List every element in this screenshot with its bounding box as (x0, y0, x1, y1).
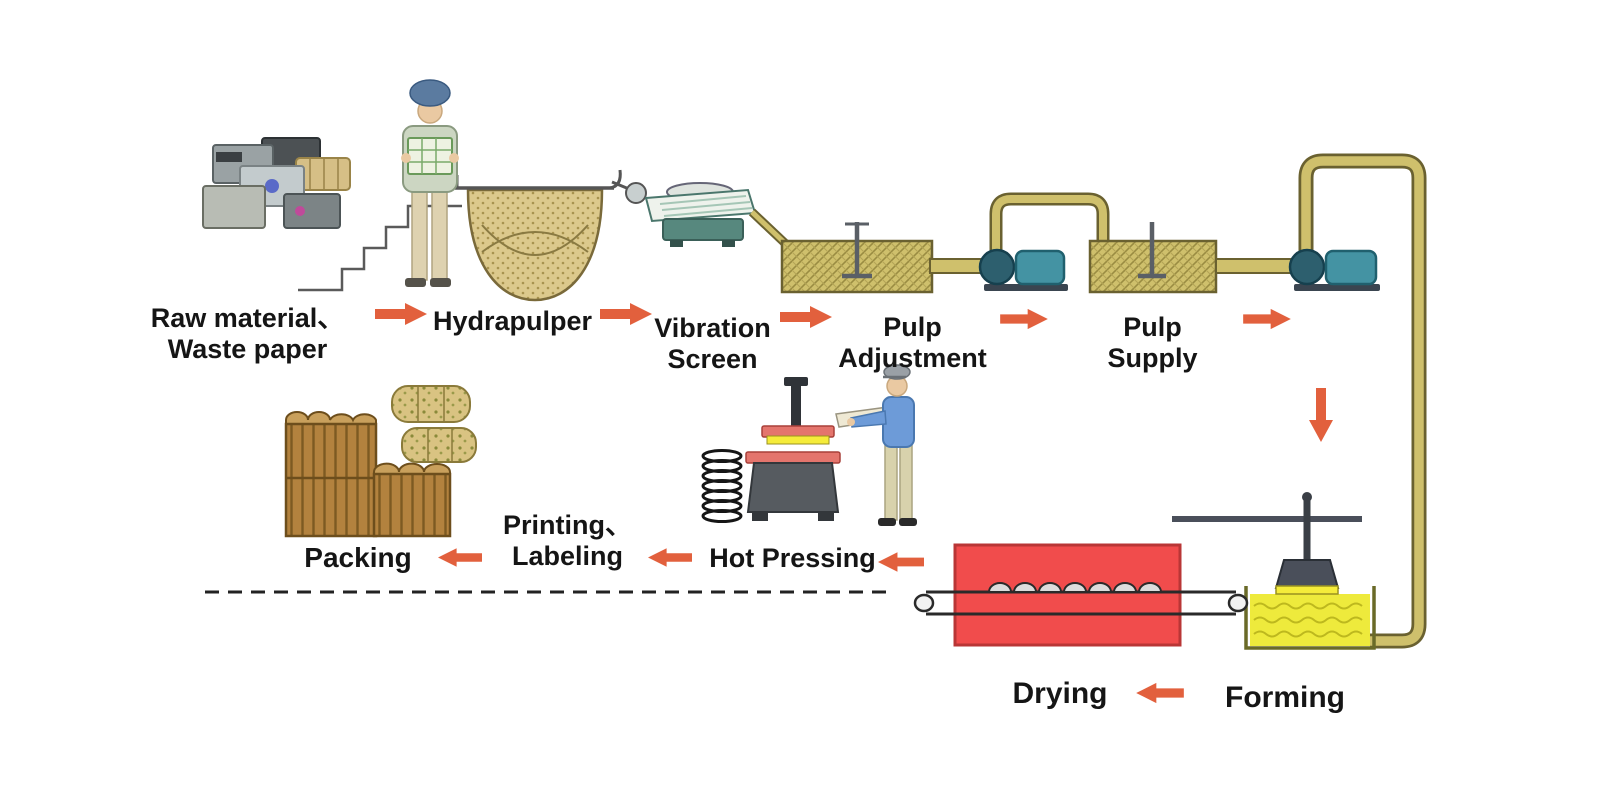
agitator (842, 222, 872, 279)
pulp-pump-1 (929, 192, 1110, 291)
press-table (746, 462, 840, 513)
arrow-left-icon (1136, 682, 1184, 704)
carried-box (407, 137, 453, 175)
arrow-left-icon (648, 548, 692, 567)
pump-volute (978, 248, 1016, 286)
label-packing: Packing (288, 542, 428, 574)
arrow-left-icon (878, 552, 924, 572)
label-pulp-supply-line1: Pulp (1123, 312, 1182, 342)
label-drying-text: Drying (1012, 677, 1108, 710)
label-pulp-supply-line2: Supply (1107, 342, 1198, 373)
vibration-screen-machine (611, 180, 792, 250)
press-column (791, 384, 801, 428)
belt-roller-right (1227, 593, 1249, 613)
label-vibration-screen: Vibration Screen (640, 313, 785, 374)
label-printing-labeling: Printing、 Labeling (495, 510, 640, 571)
label-pulp-adjustment-line2: Adjustment (838, 342, 987, 373)
label-forming-text: Forming (1225, 681, 1345, 714)
flow-arrow-raw-to-hydrapulper (375, 302, 427, 326)
packed-bales (284, 385, 477, 538)
pulp-pump-2 (1215, 153, 1427, 649)
label-vibration-line2: Screen (667, 343, 758, 374)
hydrapulper-bowl (466, 188, 604, 302)
flow-arrow-supply-to-pipe (1243, 308, 1291, 330)
arrow-right-icon (780, 306, 832, 328)
screen-motor (625, 182, 647, 204)
arrow-right-icon (1243, 308, 1291, 330)
stairs (298, 204, 462, 292)
drying-oven (953, 543, 1182, 647)
label-vibration-line1: Vibration (654, 313, 771, 343)
worker-hot-press (835, 364, 917, 526)
pulp-supply-tank (1088, 222, 1218, 294)
label-drying: Drying (995, 677, 1125, 711)
label-hot-pressing-text: Hot Pressing (709, 543, 876, 573)
forming-die (1274, 559, 1340, 589)
bale-stack-tall (284, 422, 378, 538)
label-hydrapulper: Hydrapulper (425, 306, 600, 337)
hydrapulper-machine (455, 169, 622, 302)
arrow-left-icon (438, 548, 482, 567)
label-pulp-adjustment: Pulp Adjustment (830, 312, 995, 373)
raw-material-pile (202, 137, 351, 229)
arrow-right-icon (375, 303, 427, 325)
arrow-down-icon (1309, 388, 1333, 442)
label-pulp-supply: Pulp Supply (1085, 312, 1220, 373)
label-printing-line2: Labeling (511, 540, 623, 571)
label-hot-pressing: Hot Pressing (700, 543, 885, 574)
arrow-right-icon (600, 303, 652, 325)
press-plate (761, 425, 835, 438)
arrow-right-icon (1000, 308, 1048, 330)
label-packing-text: Packing (304, 542, 412, 573)
flow-arrow-screen-to-adjustment (780, 305, 832, 329)
label-forming: Forming (1215, 681, 1355, 715)
flow-arrow-adjustment-to-supply (1000, 308, 1048, 330)
label-hydrapulper-text: Hydrapulper (432, 306, 593, 336)
label-raw-material: Raw material、 Waste paper (140, 303, 355, 364)
flow-arrow-hot-pressing-to-printing (648, 547, 692, 568)
flow-arrow-drying-to-hot-pressing (878, 551, 924, 573)
pump-motor (1324, 249, 1378, 286)
flow-arrow-printing-to-packing (438, 547, 482, 568)
mold-domes (987, 582, 1163, 593)
drying-machine (913, 543, 1249, 647)
spring-coil (701, 449, 743, 523)
worker-hat (409, 79, 451, 107)
forming-liquid (1250, 594, 1370, 646)
belt-roller-left (913, 593, 935, 613)
pump-volute (1288, 248, 1326, 286)
flow-arrow-forming-to-drying (1136, 682, 1184, 704)
label-raw-material-line2: Waste paper (167, 333, 328, 364)
tall-pipe (1301, 156, 1424, 646)
agitator (1138, 222, 1166, 279)
pulp-adjustment-tank (780, 222, 934, 294)
worker-cap (883, 364, 911, 380)
worker-loading (401, 79, 459, 287)
bale-stack-short (372, 472, 452, 538)
label-pulp-adjustment-line1: Pulp (883, 312, 942, 342)
hot-press-machine (701, 377, 841, 523)
forming-machine (1172, 492, 1376, 650)
forming-tank-wall (1244, 586, 1376, 650)
pump-motor (1014, 249, 1066, 286)
flow-arrow-down-to-forming (1308, 388, 1334, 442)
flow-arrow-hydrapulper-to-screen (600, 302, 652, 326)
label-printing-line1: Printing、 (503, 510, 632, 540)
label-raw-material-line1: Raw material、 (150, 303, 345, 333)
